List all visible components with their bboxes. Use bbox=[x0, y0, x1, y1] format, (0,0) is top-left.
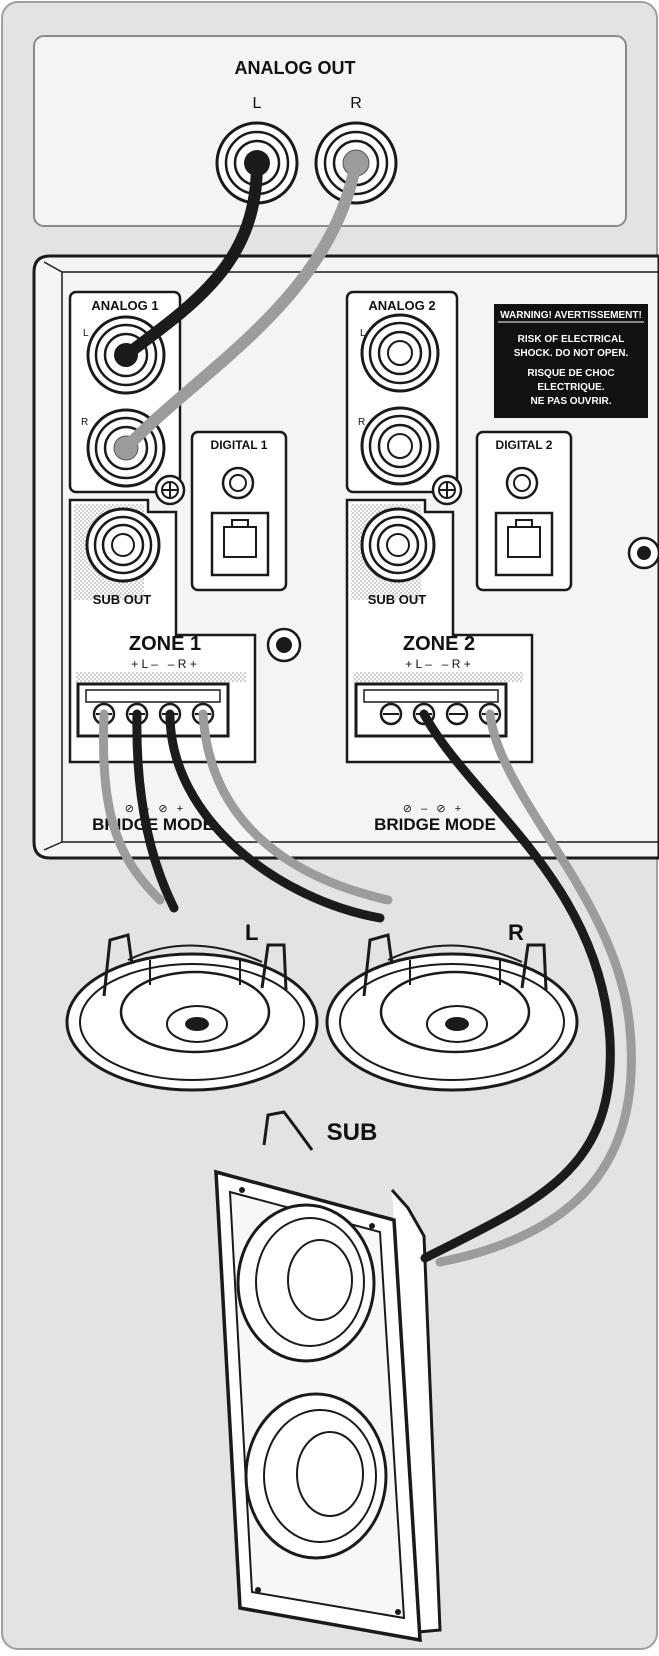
zone1-bridge-mode-label: BRIDGE MODE bbox=[92, 815, 214, 834]
digital2-coax-jack[interactable] bbox=[505, 466, 539, 500]
zone2-sub-out-jack[interactable] bbox=[360, 507, 436, 583]
zone2-analog-label: ANALOG 2 bbox=[368, 298, 435, 313]
speaker-left-label: L bbox=[245, 920, 258, 945]
zone1-screw bbox=[154, 474, 186, 506]
zone2-input-l-label: L bbox=[360, 328, 366, 339]
digital1-module: DIGITAL 1 bbox=[190, 430, 288, 592]
cable-left-positive bbox=[99, 709, 165, 905]
cables bbox=[99, 157, 636, 1267]
zone2-bridge-marks: ⊘ – ⊘ + bbox=[403, 803, 461, 815]
digital1-label: DIGITAL 1 bbox=[211, 438, 268, 452]
zone2-label: ZONE 2 bbox=[403, 633, 475, 655]
cable-analog-left bbox=[120, 157, 263, 361]
digital2-optical-port[interactable] bbox=[494, 511, 554, 577]
zone2-input-r-label: R bbox=[358, 417, 365, 428]
digital1-coax-jack[interactable] bbox=[221, 466, 255, 500]
zone1-sub-out-jack[interactable] bbox=[85, 507, 161, 583]
zone2-analog-r-jack[interactable] bbox=[360, 406, 440, 486]
source-device: ANALOG OUT L R bbox=[33, 35, 627, 227]
source-left-label: L bbox=[253, 95, 262, 112]
zone1-ground-screw bbox=[266, 627, 302, 663]
digital2-label: DIGITAL 2 bbox=[496, 438, 553, 452]
zone2-sub-out-label: SUB OUT bbox=[368, 592, 427, 607]
source-title: ANALOG OUT bbox=[235, 58, 356, 78]
speaker-left bbox=[65, 933, 319, 1092]
zone1-analog-label: ANALOG 1 bbox=[91, 298, 158, 313]
subwoofer-label: SUB bbox=[327, 1119, 378, 1146]
digital2-module: DIGITAL 2 bbox=[475, 430, 573, 592]
cable-sub-negative bbox=[419, 709, 615, 1263]
zone1-label: ZONE 1 bbox=[129, 633, 201, 655]
warning-line5: NE PAS OUVRIR. bbox=[531, 396, 612, 407]
zone1-input-l-label: L bbox=[83, 328, 89, 339]
speaker-right-label: R bbox=[508, 920, 524, 945]
warning-line2: SHOCK. DO NOT OPEN. bbox=[514, 348, 629, 359]
zone2-analog-l-jack[interactable] bbox=[360, 313, 440, 393]
digital1-optical-port[interactable] bbox=[210, 511, 270, 577]
cable-left-negative bbox=[132, 709, 179, 913]
cable-right-positive bbox=[198, 709, 393, 905]
zone1-input-r-label: R bbox=[81, 417, 88, 428]
warning-line3: RISQUE DE CHOC bbox=[527, 368, 614, 379]
cable-analog-right bbox=[120, 157, 362, 454]
zone2-bridge-mode-label: BRIDGE MODE bbox=[374, 815, 496, 834]
warning-label: WARNING! AVERTISSEMENT! RISK OF ELECTRIC… bbox=[494, 304, 648, 418]
source-right-label: R bbox=[350, 95, 362, 112]
warning-line4: ELECTRIQUE. bbox=[537, 382, 604, 393]
zone1-sub-out-label: SUB OUT bbox=[93, 592, 152, 607]
zone2-ground-screw bbox=[627, 536, 659, 570]
zone2-screw bbox=[431, 474, 463, 506]
cable-right-negative bbox=[165, 709, 385, 923]
cable-sub-positive bbox=[435, 709, 636, 1267]
zone1-terminal-labels: + L – – R + bbox=[131, 657, 197, 671]
subwoofer bbox=[214, 1110, 442, 1643]
zone2-terminal-labels: + L – – R + bbox=[405, 657, 471, 671]
speaker-right bbox=[325, 933, 579, 1092]
zone1-bridge-marks: ⊘ – ⊘ + bbox=[125, 803, 183, 815]
warning-line1: RISK OF ELECTRICAL bbox=[518, 334, 625, 345]
warning-title: WARNING! AVERTISSEMENT! bbox=[500, 310, 642, 321]
